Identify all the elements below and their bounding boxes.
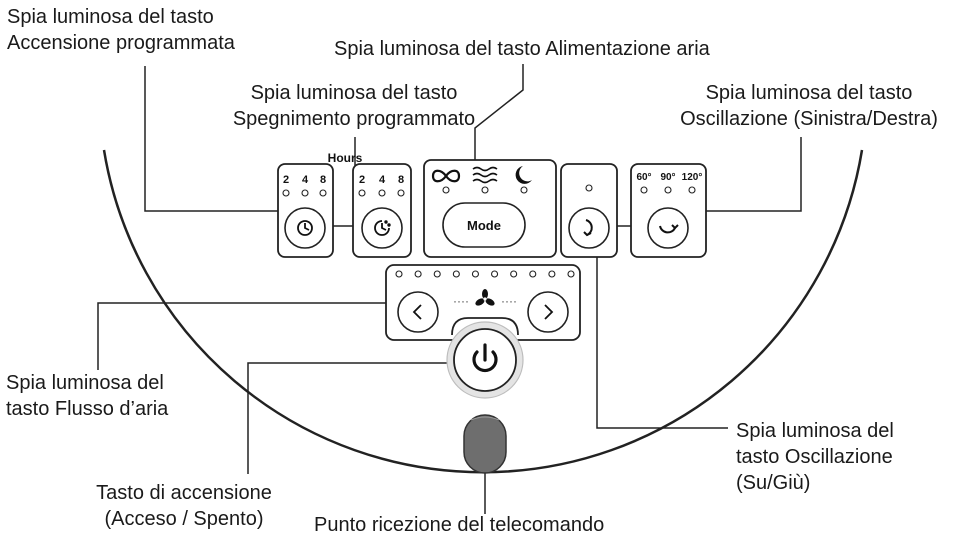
airflow-dots-right: ···· [501,294,517,308]
chevron-right-icon [544,304,554,320]
leader-timer-on [144,66,278,212]
hours-caption: Hours [328,151,363,165]
timer-on-hour-4: 4 [302,174,309,186]
airflow-led-2 [414,270,422,278]
angle-60: 60° [636,172,651,183]
oscillation-lr-button[interactable] [647,207,689,249]
moon-icon [515,166,532,184]
timer-off-icon [374,220,391,236]
timer-off-led-8 [397,189,405,197]
mode-led-wind [481,186,489,194]
label-air-supply: Spia luminosa del tasto Alimentazione ar… [334,38,710,60]
power-icon [472,343,498,373]
leader-oscillation-lr [706,137,802,212]
timer-off-led-4 [378,189,386,197]
airflow-led-9 [548,270,556,278]
timer-on-button[interactable] [284,207,326,249]
fan-icon [475,289,495,306]
leader-airflow [97,302,392,370]
oscillation-ud-group [560,163,618,258]
mode-group: Mode [423,159,557,258]
label-timer-off: Spia luminosa del tasto Spegnimento prog… [232,82,476,130]
oscillation-ud-led [585,184,593,192]
label-remote-receiver: Punto ricezione del telecomando [314,514,605,536]
leader-power [247,362,470,474]
leader-air-supply [474,64,524,172]
airflow-led-8 [529,270,537,278]
label-airflow: Spia luminosa del tasto Flusso d’aria [6,372,169,420]
airflow-led-row [395,270,575,278]
timer-off-led-2 [358,189,366,197]
timer-off-group: Hours 2 4 8 [328,151,412,258]
timer-on-group: 2 4 8 [277,163,334,258]
airflow-group: ···· ···· [385,264,581,341]
timer-off-hour-4: 4 [379,174,386,186]
airflow-led-1 [395,270,403,278]
timer-off-hour-8: 8 [398,174,404,186]
wind-icon [472,166,498,184]
leader-oscillation-ud [596,243,728,429]
infinity-icon [431,169,461,183]
timer-on-led-8 [319,189,327,197]
chevron-left-icon [412,304,422,320]
label-oscillation-lr: Spia luminosa del tasto Oscillazione (Si… [680,82,938,130]
oscillation-lr-group: 60° 90° 120° [630,163,707,258]
angle-led-120 [688,186,696,194]
airflow-dots-left: ···· [453,294,469,308]
remote-receiver-window [463,414,507,474]
label-oscillation-ud: Spia luminosa del tasto Oscillazione (Su… [736,420,894,494]
airflow-decrease-button[interactable] [397,291,439,333]
mode-led-moon [520,186,528,194]
oscillation-ud-button[interactable] [568,207,610,249]
airflow-led-10 [567,270,575,278]
receiver-highlight [470,416,500,421]
mode-led-infinity [442,186,450,194]
timer-on-hour-2: 2 [283,174,289,186]
swing-horizontal-icon [659,224,679,234]
timer-on-led-4 [301,189,309,197]
airflow-led-5 [471,270,479,278]
mode-button-label: Mode [467,218,501,233]
timer-on-hour-8: 8 [320,174,326,186]
timer-off-button[interactable] [361,207,403,249]
angle-led-60 [640,186,648,194]
airflow-led-7 [510,270,518,278]
angle-120: 120° [682,172,703,183]
airflow-led-4 [452,270,460,278]
angle-90: 90° [660,172,675,183]
timer-on-led-2 [282,189,290,197]
label-power: Tasto di accensione (Acceso / Spento) [96,482,272,530]
mode-button[interactable]: Mode [442,202,526,248]
swing-vertical-icon [583,219,593,237]
timer-off-hour-2: 2 [359,174,365,186]
airflow-increase-button[interactable] [527,291,569,333]
power-button[interactable] [446,321,524,399]
airflow-led-3 [433,270,441,278]
timer-on-icon [297,220,313,236]
airflow-led-6 [491,270,499,278]
label-timer-on: Spia luminosa del tasto Accensione progr… [7,6,235,54]
leader-lines [97,64,802,514]
angle-led-90 [664,186,672,194]
